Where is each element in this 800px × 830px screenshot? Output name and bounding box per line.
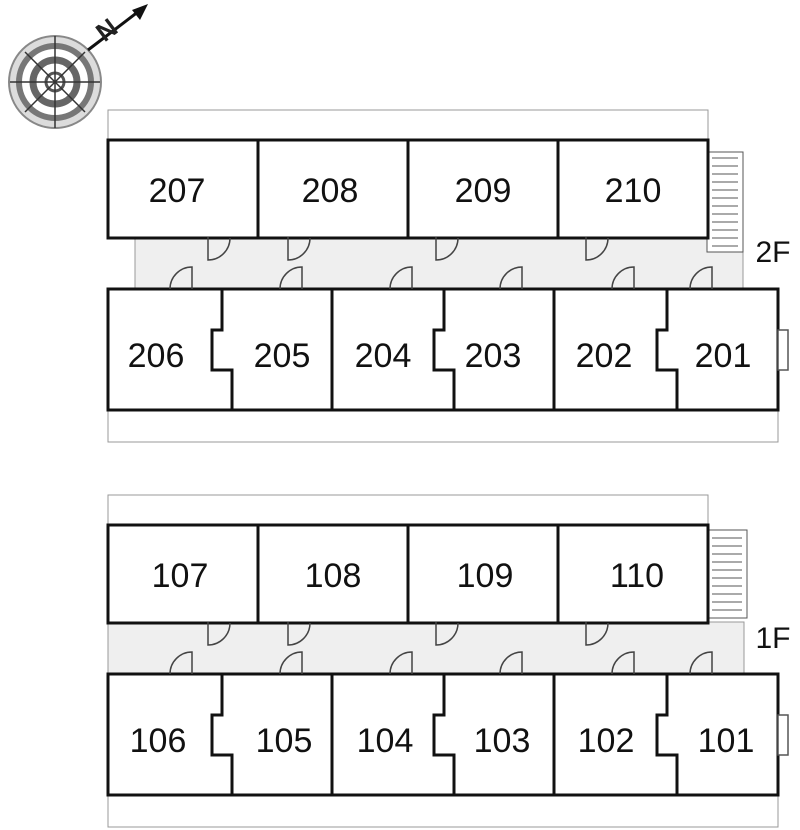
north-room-row (106, 138, 710, 240)
window-box (777, 714, 789, 756)
room-208[interactable] (256, 138, 410, 240)
party-wall (210, 674, 234, 795)
room-label: 209 (455, 172, 512, 210)
window-box (777, 329, 789, 371)
room-label: 207 (149, 172, 206, 210)
room-label: 203 (465, 337, 522, 375)
party-wall (655, 674, 679, 795)
party-wall (210, 289, 234, 410)
door-swings (169, 237, 713, 290)
corridor (107, 621, 745, 675)
room-label: 107 (152, 557, 209, 595)
room-label: 109 (457, 557, 514, 595)
room-label: 206 (128, 337, 185, 375)
room-108[interactable] (256, 523, 410, 625)
room-label: 103 (474, 722, 531, 760)
room-label: 208 (302, 172, 359, 210)
room-110[interactable] (556, 523, 710, 625)
party-wall (655, 289, 679, 410)
floor-label: 1F (755, 622, 790, 655)
room-label: 102 (578, 722, 635, 760)
staircase (706, 151, 744, 253)
room-210[interactable] (556, 138, 710, 240)
room-label: 201 (695, 337, 752, 375)
north-arrow-icon (87, 4, 148, 52)
room-label: 105 (256, 722, 313, 760)
north-balcony (107, 494, 709, 528)
compass-rose-icon (8, 35, 102, 129)
room-label: 101 (698, 722, 755, 760)
staircase (706, 529, 748, 619)
room-label: 204 (355, 337, 412, 375)
party-wall (432, 289, 456, 410)
party-wall (432, 674, 456, 795)
south-room-row (106, 287, 780, 412)
floor-1f-plan: 107 108 109 110 106 105 104 103 102 101 … (106, 494, 791, 828)
south-balcony (107, 794, 779, 828)
room-label: 205 (254, 337, 311, 375)
door-swings (169, 622, 713, 675)
north-letter: N (90, 12, 123, 47)
room-label: 210 (605, 172, 662, 210)
floor-label: 2F (755, 236, 790, 269)
corridor (134, 236, 744, 290)
north-balcony (107, 109, 709, 143)
room-209[interactable] (406, 138, 560, 240)
room-207[interactable] (106, 138, 260, 240)
south-balcony (107, 409, 779, 443)
room-label: 202 (576, 337, 633, 375)
floor-2f-plan: 207 208 209 210 206 205 204 203 202 201 … (106, 109, 791, 443)
south-room-row (106, 672, 780, 797)
room-label: 110 (610, 557, 664, 595)
room-label: 104 (357, 722, 414, 760)
north-room-row (106, 523, 710, 625)
room-label: 106 (130, 722, 187, 760)
room-label: 108 (305, 557, 362, 595)
